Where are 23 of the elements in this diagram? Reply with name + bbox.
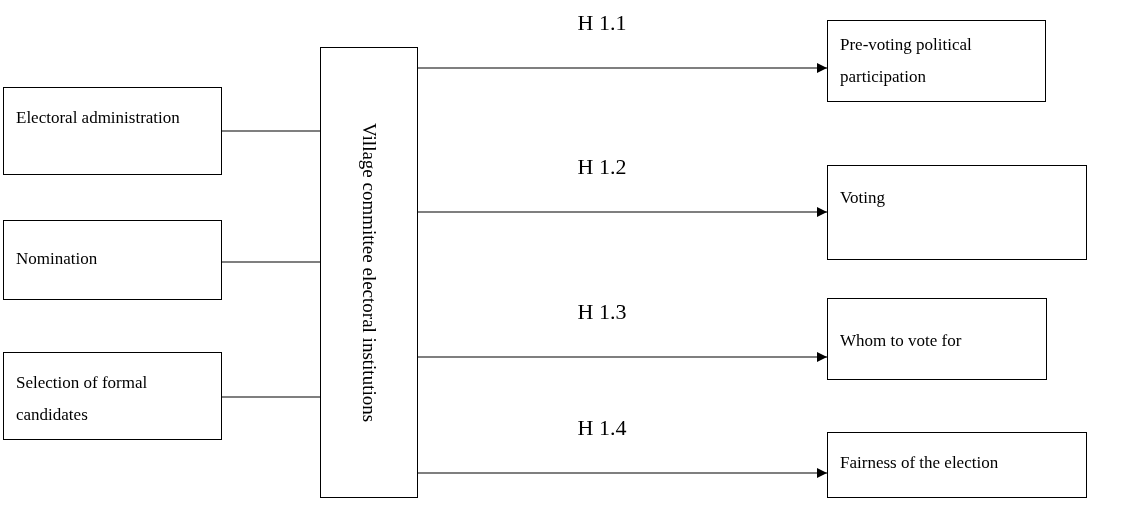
- text-box: [827, 432, 1087, 498]
- text-box: [827, 298, 1047, 380]
- text-box: [827, 20, 1046, 102]
- box-label: Selection of formal candidates: [16, 373, 148, 424]
- box-label: Electoral administration: [16, 108, 180, 127]
- box-label: Fairness of the election: [840, 453, 999, 472]
- text-box: [3, 352, 222, 440]
- vertical-text-box: [320, 47, 418, 498]
- connector-line: [221, 261, 321, 263]
- box-label: Whom to vote for: [840, 331, 962, 350]
- box-label: Pre-voting political participation: [840, 35, 972, 86]
- connector-line: [221, 396, 321, 398]
- arrow: [417, 63, 828, 73]
- text-box: [3, 87, 222, 175]
- arrow: [417, 352, 828, 362]
- connector-line: [221, 130, 321, 132]
- arrow: [417, 207, 828, 217]
- arrow: [417, 468, 828, 478]
- box-label: Village committee electoral institutions: [358, 122, 380, 423]
- text-box: [827, 165, 1087, 260]
- text-box: [3, 220, 222, 300]
- box-label: Voting: [840, 188, 886, 207]
- box-label: Nomination: [16, 249, 98, 268]
